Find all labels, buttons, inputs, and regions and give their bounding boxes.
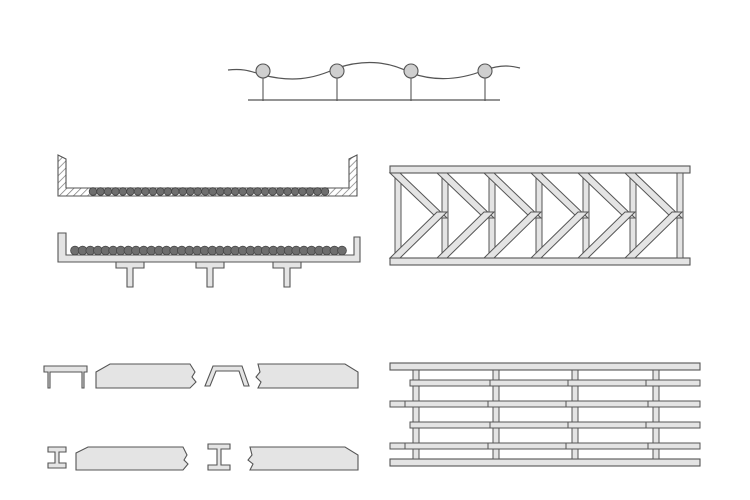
bar [305,187,315,196]
bar [208,187,217,196]
horizontal-bar [647,442,701,450]
horizontal-bar [409,379,501,387]
bar [337,245,347,256]
horizontal-bar [404,442,501,450]
horizontal-bar [645,379,701,387]
rod [329,63,345,79]
diagonal-bar-upper [529,172,590,219]
bar [260,187,270,196]
hat-channel-profile [204,365,250,387]
vertical-post [652,369,660,460]
vertical-post [492,369,500,460]
herringbone-grating [388,165,691,266]
vertical-post [571,369,579,460]
bar [320,187,330,196]
bar [268,187,277,196]
horizontal-bar [409,421,501,429]
bar [96,187,105,196]
bar [245,187,255,196]
bar [118,187,128,196]
wave-cable-with-hangers [227,61,521,101]
horizontal-bar [489,421,581,429]
trough-section-with-bars [57,154,358,197]
bar [178,187,187,196]
bar [88,187,98,196]
bar [230,187,240,196]
rod [403,63,419,79]
diagonal-bar-upper [435,172,496,219]
broken-plate-right [255,363,359,389]
bar [163,187,172,196]
bar [223,187,232,196]
horizontal-bar [489,379,581,387]
diagonal-bar-lower [482,211,543,259]
wave-cable [227,61,521,80]
bar [171,187,180,196]
bar [111,187,120,196]
diagonal-bar-lower [576,211,637,259]
diagonal-bar-upper [482,172,543,219]
bar [290,187,300,196]
diagonal-bar-upper [623,172,684,219]
tee-stiffener [272,261,302,288]
horizontal-bar [565,442,661,450]
horizontal-bar [647,400,701,408]
rod [477,63,493,79]
rod [255,63,271,79]
bar [283,187,292,196]
small-i-beam-profile [47,446,67,469]
bar [215,187,225,196]
diagonal-bar-lower [435,211,496,259]
bar [275,187,285,196]
bar [201,187,210,196]
bar [298,187,307,196]
bar [193,187,202,196]
vertical-post [412,369,420,460]
plate-profile [57,232,361,263]
small-channel-profile [43,365,88,389]
diagonal-bar-lower [388,211,449,259]
bar [141,187,150,196]
tee-stiffener [195,261,225,288]
bar [238,187,247,196]
diagonal-bar-upper [388,172,449,219]
bar [156,187,165,196]
top-rail [389,165,691,174]
stacked-bar-grating [389,362,701,467]
bar [133,187,143,196]
bar [126,187,135,196]
diagonal-bar-lower [623,211,684,259]
bottom-rail [389,257,691,266]
diagonal-bar-lower [529,211,590,259]
horizontal-bar [565,400,661,408]
broken-plate-sections [43,363,359,471]
bottom-rail [389,458,701,467]
horizontal-bar [404,400,501,408]
broken-plate-right-lower [247,446,359,471]
bar [313,187,322,196]
bar [186,187,195,196]
broken-plate-left [95,363,197,389]
i-beam-profile [207,443,231,471]
broken-plate-left-lower [75,446,189,471]
tee-stiffener [115,261,145,288]
plate-section-with-bars-and-tees [57,232,361,288]
bar [103,187,113,196]
bar [148,187,158,196]
horizontal-bar [645,421,701,429]
diagonal-bar-upper [576,172,637,219]
vertical-post [394,172,402,259]
bar [253,187,262,196]
top-rail [389,362,701,371]
